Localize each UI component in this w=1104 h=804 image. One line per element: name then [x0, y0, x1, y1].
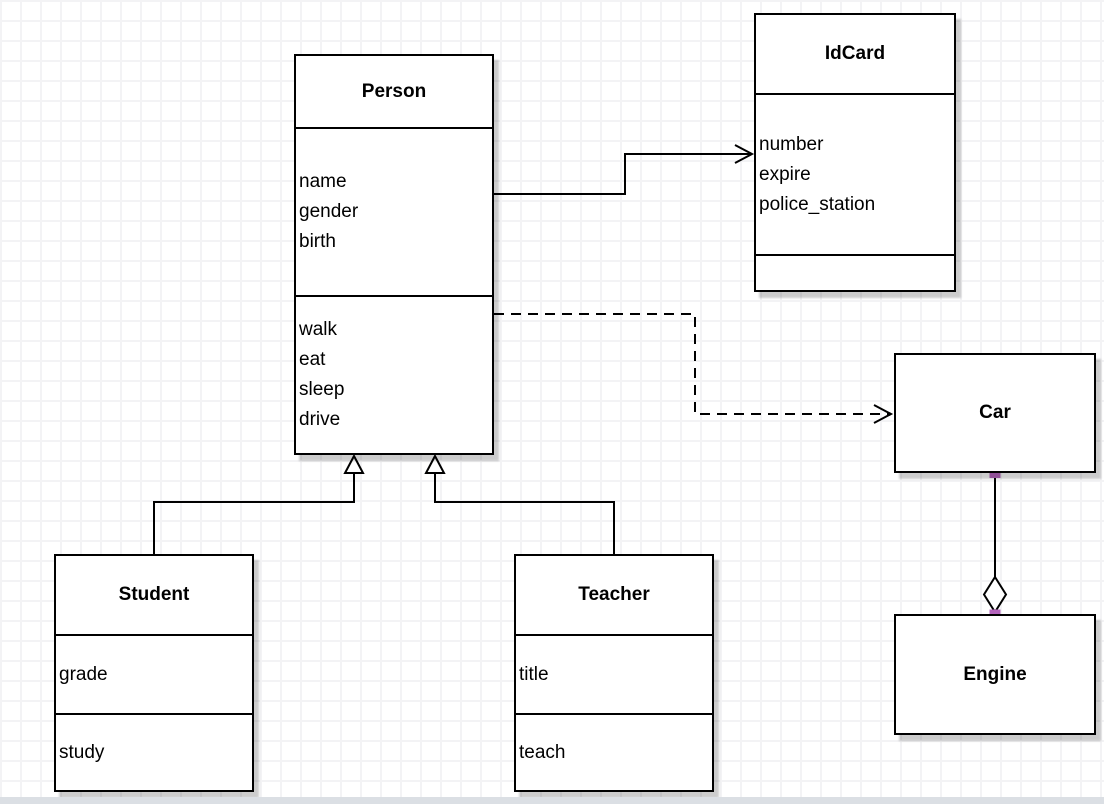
canvas-bottom-edge: [0, 797, 1104, 804]
class-car-title: Car: [979, 402, 1011, 423]
class-student[interactable]: Student grade study: [54, 554, 254, 792]
attribute-row[interactable]: police_station: [759, 193, 876, 215]
method-row[interactable]: study: [59, 741, 105, 763]
attribute-row[interactable]: name: [299, 171, 347, 192]
method-row[interactable]: sleep: [299, 379, 345, 400]
method-row[interactable]: drive: [299, 409, 341, 430]
hollow-triangle-arrow: [343, 453, 365, 474]
class-car[interactable]: Car: [894, 353, 1096, 473]
edge-student-person-generalization[interactable]: [153, 453, 365, 554]
class-engine[interactable]: Engine: [894, 614, 1096, 735]
edge-teacher-person-generalization[interactable]: [424, 453, 615, 554]
class-teacher-methods: teach: [516, 713, 712, 790]
edge-car-engine-aggregation[interactable]: [982, 467, 1008, 621]
class-person[interactable]: Person name gender birth walk eat sleep …: [294, 54, 494, 455]
class-person-title: Person: [361, 80, 427, 102]
class-teacher[interactable]: Teacher title teach: [514, 554, 714, 792]
hollow-diamond-arrow: [982, 575, 1008, 614]
edge-person-idcard-association[interactable]: [494, 144, 755, 195]
attribute-row[interactable]: title: [519, 663, 549, 685]
class-student-attributes: grade: [56, 634, 252, 713]
attribute-row[interactable]: grade: [59, 663, 108, 685]
class-student-title: Student: [118, 584, 190, 605]
attribute-row[interactable]: expire: [759, 163, 811, 185]
class-teacher-attributes: title: [516, 634, 712, 713]
class-engine-title: Engine: [963, 663, 1027, 685]
class-idcard-attributes: number expire police_station: [756, 93, 954, 254]
class-idcard[interactable]: IdCard number expire police_station: [754, 13, 956, 292]
method-row[interactable]: teach: [519, 741, 566, 763]
attribute-row[interactable]: birth: [299, 231, 336, 252]
class-person-methods: walk eat sleep drive: [296, 295, 492, 453]
hollow-triangle-arrow: [424, 453, 446, 474]
edge-person-car-dependency[interactable]: [494, 313, 894, 424]
class-idcard-title: IdCard: [824, 43, 886, 64]
class-teacher-title: Teacher: [578, 584, 650, 605]
attribute-row[interactable]: gender: [299, 201, 359, 222]
method-row[interactable]: walk: [299, 319, 338, 340]
attribute-row[interactable]: number: [759, 133, 824, 155]
class-student-methods: study: [56, 713, 252, 790]
class-idcard-methods: [756, 254, 954, 290]
method-row[interactable]: eat: [299, 349, 326, 370]
class-person-attributes: name gender birth: [296, 127, 492, 295]
